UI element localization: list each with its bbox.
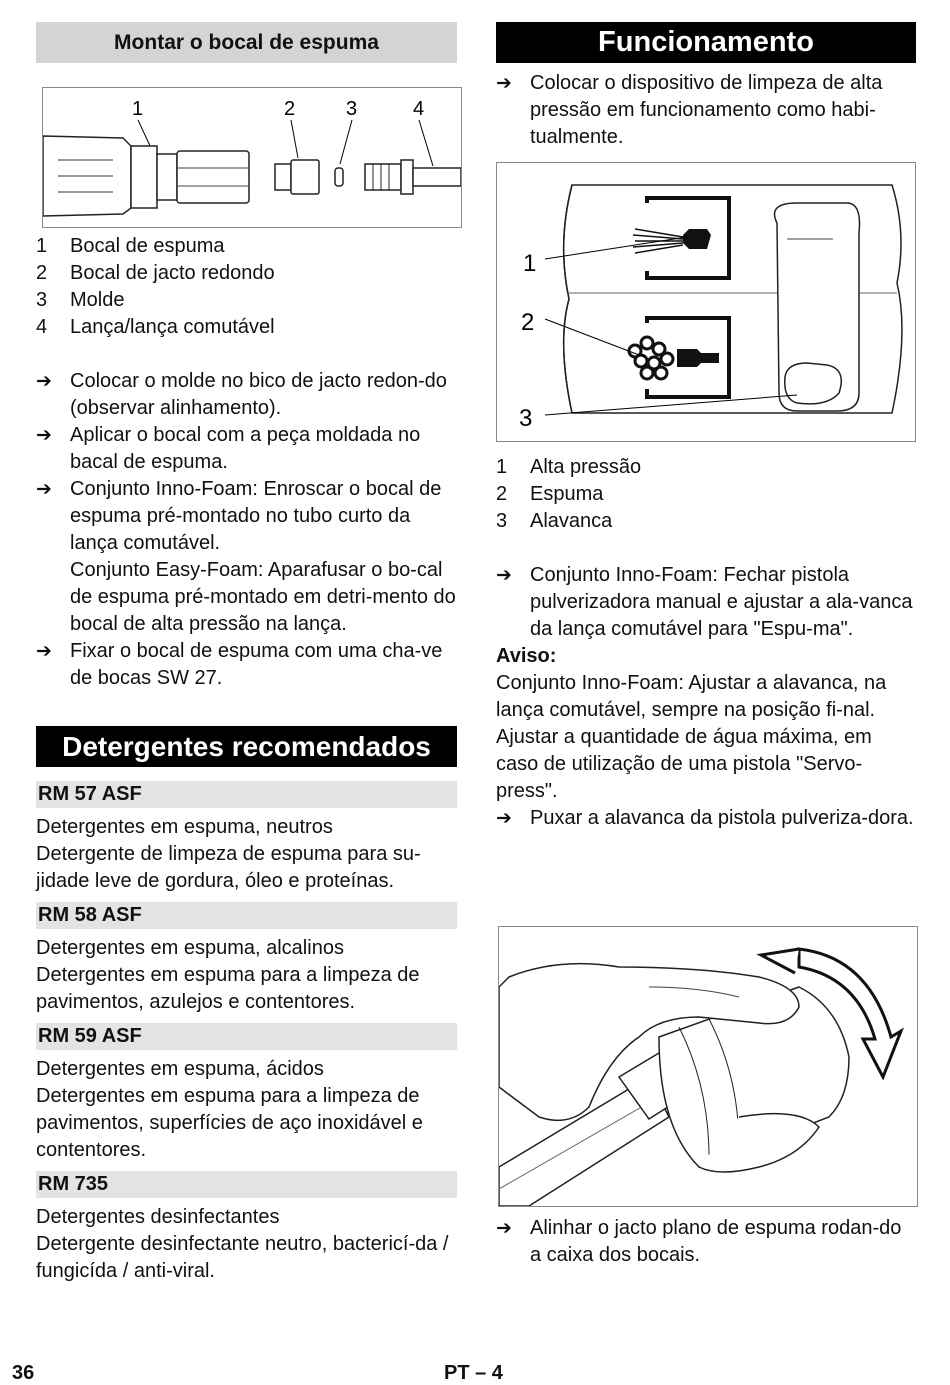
fig2-callout-1: 1 [523, 250, 536, 277]
detergent-type: Detergentes em espuma, neutros [36, 816, 333, 838]
detergent-block: RM 735 Detergentes desinfectantes Deterg… [36, 1171, 457, 1285]
fig1-callout-4: 4 [413, 98, 424, 120]
arrow-right-icon: ➔ [36, 479, 52, 500]
detergent-block: RM 59 ASF Detergentes em espuma, ácidos … [36, 1023, 457, 1164]
detergents-list: RM 57 ASF Detergentes em espuma, neutros… [36, 781, 457, 1285]
detergent-description: Detergente de limpeza de espuma para su-… [36, 843, 421, 892]
section-label: PT – 4 [444, 1362, 503, 1384]
arrow-right-icon: ➔ [496, 565, 512, 586]
mount-step: ➔Conjunto Inno-Foam: Enroscar o bocal de… [36, 478, 442, 554]
mount-step: ➔Fixar o bocal de espuma com uma cha-ve … [36, 640, 443, 689]
switch-lance-figure: 1 2 3 [496, 162, 916, 442]
detergent-description: Detergente desinfectante neutro, bacteri… [36, 1233, 449, 1282]
fig1-callout-2: 2 [284, 98, 295, 120]
operation-step: ➔Colocar o dispositivo de limpeza de alt… [496, 72, 883, 148]
detergent-code: RM 57 ASF [36, 781, 457, 808]
mount-step: ➔Colocar o molde no bico de jacto redon-… [36, 370, 447, 419]
operation-step: ➔Puxar a alavanca da pistola pulveriza-d… [496, 805, 916, 832]
fig2-callout-2: 2 [521, 309, 534, 336]
detergent-type: Detergentes em espuma, alcalinos [36, 937, 344, 959]
arrow-right-icon: ➔ [36, 641, 52, 662]
detergent-block: RM 57 ASF Detergentes em espuma, neutros… [36, 781, 457, 895]
detergent-code: RM 59 ASF [36, 1023, 457, 1050]
operation-heading: Funcionamento [496, 22, 916, 63]
hand-rotation-figure [498, 926, 918, 1207]
fig1-callout-1: 1 [132, 98, 143, 120]
detergent-block: RM 58 ASF Detergentes em espuma, alcalin… [36, 902, 457, 1016]
notice-text-water: Ajustar a quantidade de água máxima, em … [496, 726, 872, 802]
operation-intro: ➔Colocar o dispositivo de limpeza de alt… [496, 70, 916, 151]
operation-step: ➔Alinhar o jacto plano de espuma rodan-d… [496, 1217, 902, 1266]
arrow-right-icon: ➔ [36, 371, 52, 392]
detergent-description: Detergentes em espuma para a limpeza de … [36, 1085, 423, 1161]
notice-label: Aviso: [496, 645, 557, 667]
detergent-code: RM 58 ASF [36, 902, 457, 929]
nozzle-assembly-figure: 1 2 3 4 [42, 87, 462, 228]
page-number: 36 [12, 1362, 35, 1384]
mount-step-continued: Conjunto Easy-Foam: Aparafusar o bo-cal … [70, 559, 456, 635]
arrow-right-icon: ➔ [496, 808, 512, 829]
operation-steps: ➔Conjunto Inno-Foam: Fechar pistola pulv… [496, 562, 916, 832]
detergents-heading: Detergentes recomendados [36, 726, 457, 767]
mount-heading: Montar o bocal de espuma [36, 22, 457, 63]
detergent-type: Detergentes desinfectantes [36, 1206, 280, 1228]
operation-step: ➔Conjunto Inno-Foam: Fechar pistola pulv… [496, 564, 913, 640]
align-step: ➔Alinhar o jacto plano de espuma rodan-d… [496, 1215, 916, 1269]
detergent-code: RM 735 [36, 1171, 457, 1198]
arrow-right-icon: ➔ [496, 73, 512, 94]
fig1-callout-3: 3 [346, 98, 357, 120]
notice-text: Conjunto Inno-Foam: Ajustar a alavanca, … [496, 672, 887, 721]
arrow-right-icon: ➔ [36, 425, 52, 446]
mount-steps: ➔Colocar o molde no bico de jacto redon-… [36, 368, 457, 692]
detergent-description: Detergentes em espuma para a limpeza de … [36, 964, 420, 1013]
fig2-callout-3: 3 [519, 405, 532, 432]
detergent-type: Detergentes em espuma, ácidos [36, 1058, 324, 1080]
arrow-right-icon: ➔ [496, 1218, 512, 1239]
mount-step: ➔Aplicar o bocal com a peça moldada no b… [36, 424, 421, 473]
